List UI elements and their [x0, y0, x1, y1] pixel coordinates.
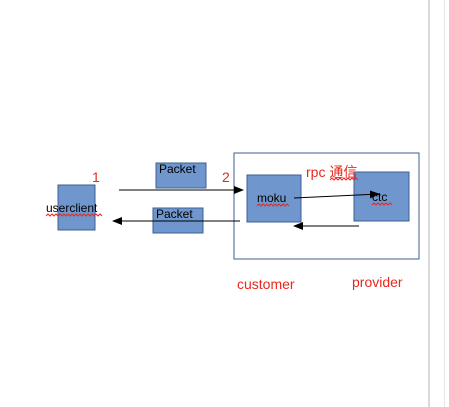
step-2-label: 2 [222, 169, 230, 185]
moku-label: moku [257, 191, 286, 205]
spellcheck-underline [329, 177, 359, 181]
arrow-moku-to-ctc [293, 190, 380, 199]
rpc-label: rpc 通信 [306, 164, 357, 180]
ctc-box[interactable] [353, 171, 410, 222]
step-1-label: 1 [92, 169, 100, 185]
rpc-frame [233, 152, 420, 260]
spellcheck-underline [45, 213, 103, 217]
provider-label: provider [352, 274, 403, 290]
page-edge-line [428, 0, 430, 407]
moku-box[interactable] [246, 174, 302, 223]
spellcheck-underline [256, 203, 290, 207]
spellcheck-underline [371, 202, 393, 206]
userclient-label: userclient [46, 201, 98, 215]
userclient-box[interactable] [57, 184, 96, 231]
customer-label: customer [237, 276, 295, 292]
page-edge-line [444, 0, 445, 407]
packet-top-label: Packet [159, 162, 196, 176]
packet-bottom-label: Packet [156, 207, 193, 221]
packet-top-box[interactable] [155, 162, 207, 189]
ctc-label: ctc [372, 190, 387, 204]
